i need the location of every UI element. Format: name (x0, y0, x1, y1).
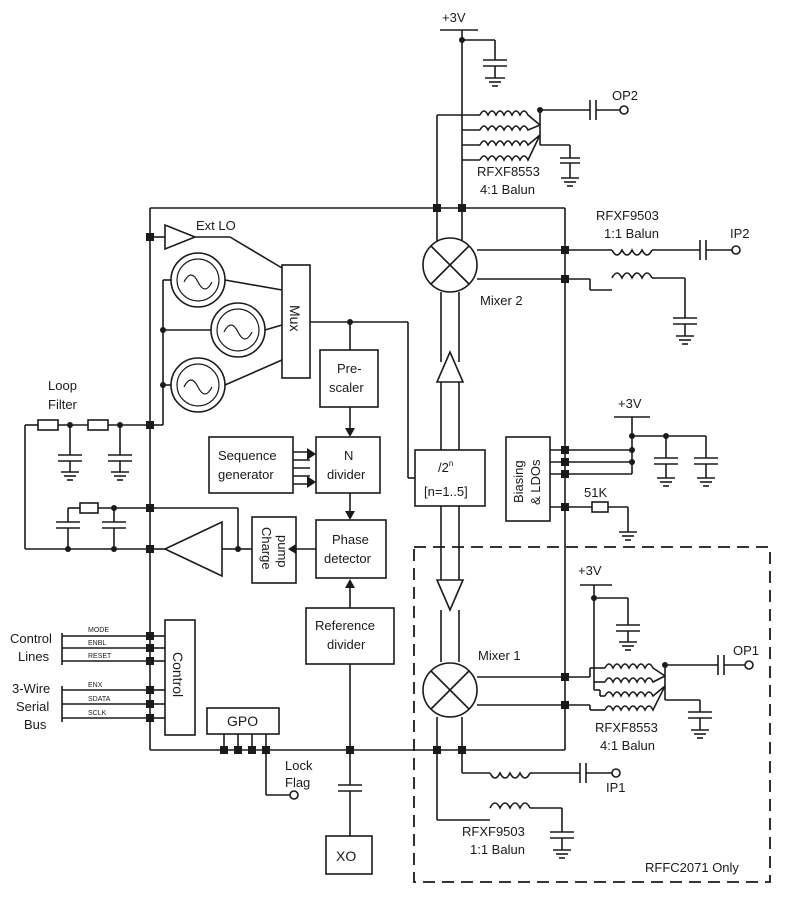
n-div-label-2: divider (327, 467, 366, 482)
ext-lo-label: Ext LO (196, 218, 236, 233)
balun-rfxf9503-bottom: IP1 RFXF9503 1:1 Balun (437, 763, 626, 859)
charge-pump-label-2: pump (275, 535, 290, 568)
charge-pump: Charge pump (238, 516, 316, 584)
prescaler-label-1: Pre- (337, 361, 362, 376)
phase-det-label-1: Phase (332, 532, 369, 547)
rffc2071-label: RFFC2071 Only (645, 860, 739, 875)
v3-top-label: +3V (442, 10, 466, 25)
serial-bus-label-3: Bus (24, 717, 47, 732)
pin-markers (146, 204, 569, 754)
balun-rfxf8553-top: OP2 RFXF8553 4:1 Balun (436, 88, 638, 208)
mux-block: Mux (281, 264, 415, 479)
balun-8553-bottom-name: RFXF8553 (595, 720, 658, 735)
v3-bias-label: +3V (618, 396, 642, 411)
lo-path-mixer2 (435, 292, 465, 450)
balun-8553-top-name: RFXF8553 (477, 164, 540, 179)
lock-flag-label-1: Lock (285, 758, 313, 773)
r51k-label: 51K (584, 485, 607, 500)
pin-enbl: ENBL (88, 640, 106, 647)
rffc2071-region (413, 546, 771, 883)
balun-rfxf8553-bottom: +3V OP1 (578, 563, 759, 753)
phase-det-label-2: detector (324, 551, 372, 566)
loop-filter-label-1: Loop (48, 378, 77, 393)
balun-8553-bottom-ratio: 4:1 Balun (600, 738, 655, 753)
serial-bus-label-2: Serial (16, 699, 49, 714)
lock-flag-label-2: Flag (285, 775, 310, 790)
balun-8553-top-ratio: 4:1 Balun (480, 182, 535, 197)
gpo-label: GPO (227, 713, 258, 729)
mixer2-label: Mixer 2 (480, 293, 523, 308)
mux-label: Mux (287, 305, 303, 331)
pin-reset: RESET (88, 653, 112, 660)
balun-9503-bottom-ratio: 1:1 Balun (470, 842, 525, 857)
sequence-generator: Sequence generator (208, 436, 316, 494)
div2n-block: /2n [n=1..5] (414, 449, 486, 507)
ip1-label: IP1 (606, 780, 626, 795)
n-div-label-1: N (344, 448, 353, 463)
loop-amplifier (150, 507, 239, 578)
serial-bus: 3-Wire Serial Bus ENX SDATA SCLK (12, 681, 150, 732)
reference-divider: Reference divider (305, 579, 395, 836)
xo-block: XO (325, 835, 373, 875)
biasing-label-1: Biasing (511, 460, 526, 503)
ext-lo-buffer: Ext LO (150, 218, 283, 269)
loop-filter-label-2: Filter (48, 397, 78, 412)
balun-9503-bottom-name: RFXF9503 (462, 824, 525, 839)
xo-label: XO (336, 848, 356, 864)
balun-9503-top-ratio: 1:1 Balun (604, 226, 659, 241)
div2n-range: [n=1..5] (424, 484, 468, 499)
prescaler-block: Pre- scaler (319, 349, 379, 437)
junction-dots (65, 37, 669, 668)
seq-gen-label-1: Sequence (218, 448, 277, 463)
pin-sdata: SDATA (88, 696, 111, 703)
vco-bank (150, 252, 283, 426)
n-divider: N divider (315, 436, 381, 520)
control-label: Control (170, 652, 186, 697)
charge-pump-label-1: Charge (259, 527, 274, 570)
op2-label: OP2 (612, 88, 638, 103)
phase-detector: Phase detector (315, 519, 387, 579)
mixer-2: Mixer 2 (422, 208, 590, 308)
serial-bus-label-1: 3-Wire (12, 681, 50, 696)
lo-path-mixer1 (435, 506, 465, 662)
v3-mixer1-label: +3V (578, 563, 602, 578)
mixer1-label: Mixer 1 (478, 648, 521, 663)
ip2-label: IP2 (730, 226, 750, 241)
div2n-label: /2n (438, 459, 453, 475)
loop-filter: Loop Filter (24, 378, 150, 550)
prescaler-label-2: scaler (329, 380, 364, 395)
control-block: Control (150, 619, 196, 736)
seq-gen-label-2: generator (218, 467, 274, 482)
pin-mode: MODE (88, 627, 109, 634)
op1-label: OP1 (733, 643, 759, 658)
control-lines: Control Lines MODE ENBL RESET (10, 627, 150, 665)
biasing-label-2: & LDOs (528, 459, 543, 505)
ref-div-label-2: divider (327, 637, 366, 652)
control-lines-label-2: Lines (18, 649, 50, 664)
control-lines-label-1: Control (10, 631, 52, 646)
ref-div-label-1: Reference (315, 618, 375, 633)
mixer-1: Mixer 1 (422, 648, 590, 820)
balun-9503-top-name: RFXF9503 (596, 208, 659, 223)
top-supply: +3V (440, 10, 507, 208)
biasing-ldos: Biasing & LDOs +3V 51K (505, 396, 718, 541)
gpo-block: GPO Lock Flag (206, 707, 313, 800)
balun-rfxf9503-top: RFXF9503 1:1 Balun IP2 (589, 208, 750, 345)
pin-enx: ENX (88, 682, 103, 689)
pin-sclk: SCLK (88, 710, 107, 717)
